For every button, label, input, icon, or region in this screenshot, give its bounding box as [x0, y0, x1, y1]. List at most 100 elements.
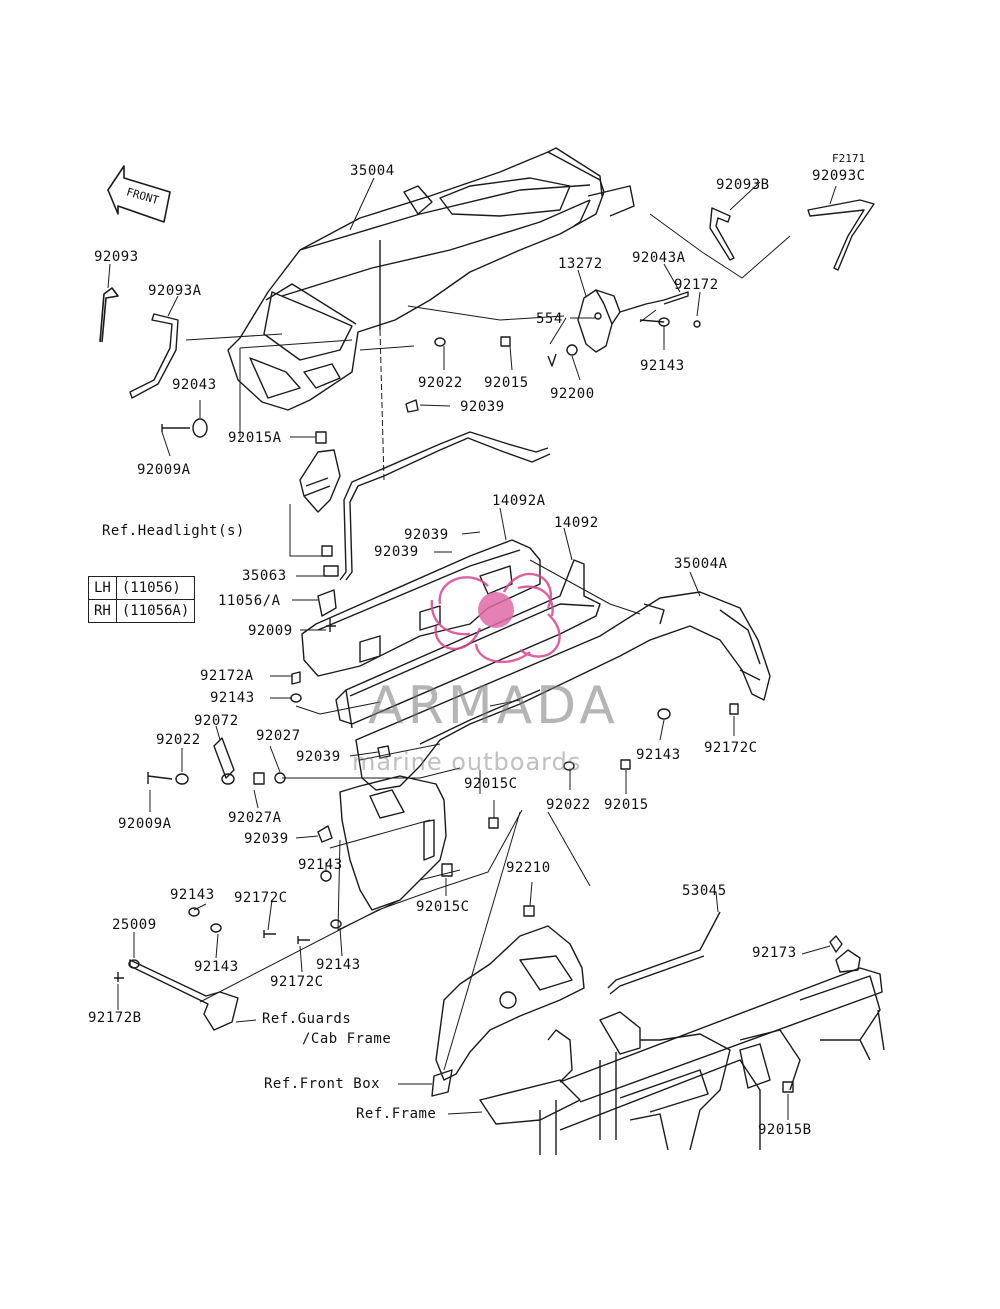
part-label-92072[interactable]: 92072 — [194, 713, 239, 729]
legend-part: (11056A) — [115, 599, 196, 623]
part-label-92015C-b[interactable]: 92015C — [416, 899, 470, 915]
bolt-92043A — [663, 291, 689, 305]
watermark-logo — [430, 572, 561, 664]
part-label-92172C-a[interactable]: 92172C — [704, 740, 758, 756]
ref-guards[interactable]: Ref.Guards — [262, 1011, 352, 1027]
nut-92015-a — [500, 336, 511, 347]
part-label-35004A[interactable]: 35004A — [674, 556, 728, 572]
bolt-92009A-top — [161, 424, 190, 432]
legend-row-lh: LH (11056) — [88, 576, 196, 600]
part-label-92043A[interactable]: 92043A — [632, 250, 686, 266]
collar-92027A — [253, 772, 265, 785]
part-label-92093B[interactable]: 92093B — [716, 177, 770, 193]
bracket-11056 — [317, 589, 337, 617]
part-label-92022-b[interactable]: 92022 — [156, 732, 201, 748]
part-label-554[interactable]: 554 — [536, 311, 563, 327]
part-label-92172B[interactable]: 92172B — [88, 1010, 142, 1026]
headlight-bracket — [299, 449, 341, 557]
part-label-92173[interactable]: 92173 — [752, 945, 797, 961]
part-label-92039-d[interactable]: 92039 — [296, 749, 341, 765]
part-label-92143-f[interactable]: 92143 — [194, 959, 239, 975]
front-arrow-label: FRONT — [125, 185, 161, 207]
nut-92015C-a — [488, 817, 499, 829]
part-label-92093A[interactable]: 92093A — [148, 283, 202, 299]
part-label-92027[interactable]: 92027 — [256, 728, 301, 744]
clip-92173 — [829, 935, 843, 953]
part-label-14092A[interactable]: 14092A — [492, 493, 546, 509]
part-label-92039-a[interactable]: 92039 — [460, 399, 505, 415]
part-label-92143-d[interactable]: 92143 — [298, 857, 343, 873]
figure-code: F2171 — [832, 152, 866, 165]
part-label-92009[interactable]: 92009 — [248, 623, 293, 639]
part-label-13272[interactable]: 13272 — [558, 256, 603, 272]
part-label-92022-c[interactable]: 92022 — [546, 797, 591, 813]
trim-92093B — [709, 207, 735, 261]
frame — [479, 949, 885, 1155]
part-label-92143-a[interactable]: 92143 — [640, 358, 685, 374]
nut-92015-b — [620, 759, 631, 770]
part-label-92172[interactable]: 92172 — [674, 277, 719, 293]
part-label-35063[interactable]: 35063 — [242, 568, 287, 584]
part-label-53045[interactable]: 53045 — [682, 883, 727, 899]
part-label-92172A[interactable]: 92172A — [200, 668, 254, 684]
stay-25009 — [129, 959, 239, 1031]
bolt-92172B — [114, 972, 124, 982]
legend-side: RH — [88, 599, 117, 623]
washer-92200 — [566, 344, 578, 356]
part-label-92039-b[interactable]: 92039 — [404, 527, 449, 543]
part-label-92039-e[interactable]: 92039 — [244, 831, 289, 847]
part-label-25009[interactable]: 25009 — [112, 917, 157, 933]
watermark-subtitle: marine outboards — [352, 748, 582, 776]
bolt-92172C-a — [729, 703, 739, 715]
part-label-92015-a[interactable]: 92015 — [484, 375, 529, 391]
part-label-92143-e[interactable]: 92143 — [170, 887, 215, 903]
part-label-35004[interactable]: 35004 — [350, 163, 395, 179]
ref-headlight[interactable]: Ref.Headlight(s) — [102, 523, 245, 539]
part-label-14092[interactable]: 14092 — [554, 515, 599, 531]
tube-35063 — [339, 431, 551, 581]
part-label-92210[interactable]: 92210 — [506, 860, 551, 876]
part-label-92143-c[interactable]: 92143 — [636, 747, 681, 763]
screw-92039-e — [317, 825, 333, 843]
washer-92022-a — [434, 337, 446, 347]
bolt-92172 — [693, 320, 701, 328]
part-label-92093[interactable]: 92093 — [94, 249, 139, 265]
part-label-92015A[interactable]: 92015A — [228, 430, 282, 446]
part-label-92093C[interactable]: 92093C — [812, 168, 866, 184]
ref-front-box[interactable]: Ref.Front Box — [264, 1076, 381, 1092]
part-label-92143-g[interactable]: 92143 — [316, 957, 361, 973]
washer-92022-c — [563, 761, 575, 771]
side-panel-14092 — [335, 559, 601, 729]
washer-25009 — [128, 959, 140, 969]
ref-cab-frame[interactable]: /Cab Frame — [302, 1031, 392, 1047]
part-label-92039-c[interactable]: 92039 — [374, 544, 419, 560]
washer-92143-e — [330, 919, 342, 929]
part-label-92015-b[interactable]: 92015 — [604, 797, 649, 813]
trim-92093C — [807, 199, 875, 271]
legend-part: (11056) — [115, 576, 196, 600]
lower-fender-panel — [339, 775, 447, 911]
part-label-92022-a[interactable]: 92022 — [418, 375, 463, 391]
grommet-92043 — [192, 418, 208, 438]
part-label-92043[interactable]: 92043 — [172, 377, 217, 393]
part-label-92027A[interactable]: 92027A — [228, 810, 282, 826]
legend-row-rh: RH (11056A) — [88, 599, 196, 623]
part-label-92009A-top[interactable]: 92009A — [137, 462, 191, 478]
part-label-92172C-c[interactable]: 92172C — [270, 974, 324, 990]
part-label-92015B[interactable]: 92015B — [758, 1122, 812, 1138]
front-arrow-icon: FRONT — [107, 165, 171, 223]
part-label-92009A-bottom[interactable]: 92009A — [118, 816, 172, 832]
part-label-11056A[interactable]: 11056/A — [218, 593, 281, 609]
part-label-92015C-a[interactable]: 92015C — [464, 776, 518, 792]
bolt-92009A-bottom — [147, 772, 173, 784]
ref-frame[interactable]: Ref.Frame — [356, 1106, 437, 1122]
nut-92015A — [315, 431, 327, 444]
part-label-92200[interactable]: 92200 — [550, 386, 595, 402]
part-label-92143-b[interactable]: 92143 — [210, 690, 255, 706]
trim-92093 — [99, 287, 119, 343]
screw-92039-a — [405, 399, 419, 413]
bracket-13272 — [577, 289, 665, 353]
front-cover-35004 — [227, 147, 635, 411]
part-label-92172C-b[interactable]: 92172C — [234, 890, 288, 906]
